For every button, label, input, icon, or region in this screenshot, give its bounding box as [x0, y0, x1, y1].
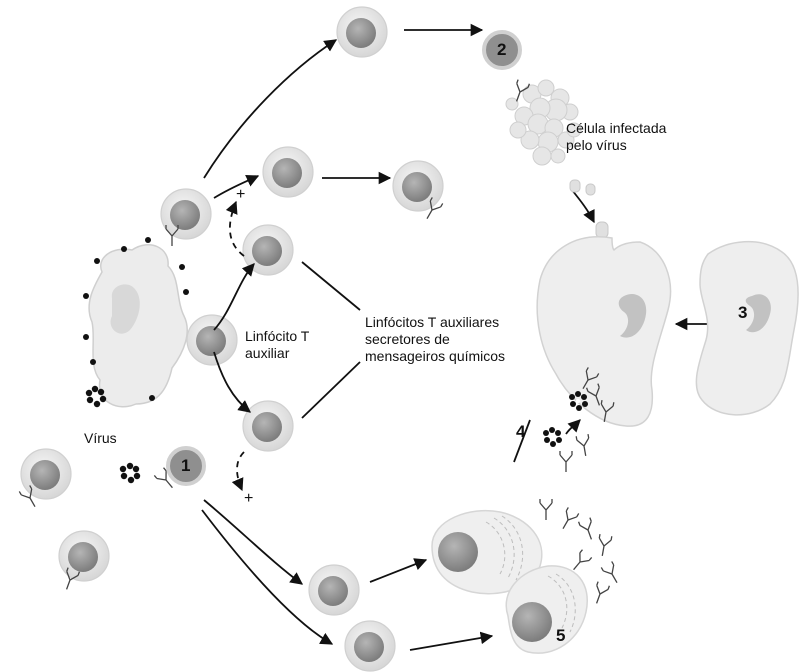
antibody-icon	[600, 561, 618, 583]
marker-2: 2	[497, 40, 507, 59]
secreting-label-line-3: mensageiros químicos	[365, 348, 506, 364]
cell-top	[336, 6, 388, 58]
antibody-icon	[153, 467, 173, 489]
antibody-icon	[600, 400, 615, 422]
helper-t-label-line-1: Linfócito T	[245, 328, 310, 344]
antibody-icon	[598, 534, 613, 556]
dashed-arrow-down	[231, 451, 245, 492]
antibody-icon	[559, 451, 573, 472]
arrow-helper-up	[213, 263, 255, 331]
arrow-to-upper-cell	[213, 175, 260, 199]
badge-2-circle	[482, 30, 522, 70]
virus-label: Vírus	[84, 430, 117, 446]
infected-cell-label-line-2: pelo vírus	[566, 137, 627, 153]
secreting-label-line-1: Linfócitos T auxiliares	[365, 314, 500, 330]
cell-helper-down	[242, 400, 294, 452]
secreting-label-line-2: secretores de	[365, 331, 450, 347]
plus-sign-lower: +	[244, 490, 254, 507]
helper-t-label-line-2: auxiliar	[245, 345, 290, 361]
antibody-icon	[575, 434, 590, 456]
antibody-icon	[577, 517, 593, 540]
antibody-icon	[18, 485, 36, 507]
arrow-1-lower	[201, 509, 334, 645]
cell-lower-left-2	[58, 530, 110, 582]
arrow-helper-down	[213, 351, 251, 413]
marker-1: 1	[181, 456, 191, 475]
marker-4: 4	[516, 422, 526, 441]
cell-left-activated	[160, 188, 212, 240]
antibody-icon	[65, 567, 81, 590]
cell-3	[695, 241, 799, 416]
pathway-arrows	[201, 23, 712, 651]
macrophage	[83, 237, 189, 408]
antibody-icon	[539, 499, 553, 520]
secreting-t-label: Linfócitos T auxiliares secretores de me…	[365, 314, 505, 365]
macrophage-nucleus	[110, 284, 140, 334]
cell-lower-left-1	[20, 448, 72, 500]
marker-5: 5	[556, 626, 566, 645]
plasma-cell-5	[505, 565, 588, 654]
arrow-to-plasma-5	[409, 631, 494, 651]
antibody-icon	[165, 225, 179, 246]
antibody-icon	[573, 549, 593, 571]
virus-icon-1	[119, 462, 141, 484]
dashed-arrow-up	[225, 200, 245, 257]
cell-bottom	[344, 620, 396, 672]
right-macrophage-nucleus	[618, 294, 647, 338]
infected-cell	[505, 79, 582, 166]
badge-1-circle	[166, 446, 206, 486]
slash-4	[513, 419, 531, 463]
antibody-icon	[515, 79, 531, 102]
antibody-icon	[585, 383, 601, 406]
antibody-icon	[562, 507, 580, 529]
virus-icon	[85, 385, 107, 408]
antibody-icon	[426, 197, 444, 219]
right-macrophage	[536, 236, 672, 427]
plasma-cell-upper	[431, 509, 543, 595]
infected-cell-label-line-1: Célula infectada	[566, 120, 667, 136]
antibodies	[18, 79, 618, 604]
infected-cell-label: Célula infectada pelo vírus	[566, 120, 666, 154]
arrow-1-upper	[203, 499, 304, 585]
label-line-lower	[301, 361, 361, 419]
cell-upper-right	[392, 160, 444, 212]
antibody-icon	[582, 367, 600, 389]
arrow-to-macrophage-right	[571, 189, 595, 224]
plus-sign-upper: +	[236, 186, 246, 203]
virus-icon-bound	[569, 391, 588, 411]
marker-3: 3	[738, 303, 748, 322]
cell-helper-up	[242, 224, 294, 276]
virus-particles	[569, 179, 609, 239]
cell-lower-middle	[308, 564, 360, 616]
antibody-icon	[595, 581, 611, 604]
arrow-to-top-cell	[203, 39, 338, 179]
virus-icon-4	[543, 427, 562, 447]
arrow-to-plasma-1	[369, 558, 428, 583]
cell-upper-middle	[262, 146, 314, 198]
cell-helper-t	[186, 314, 238, 366]
label-line-upper	[301, 261, 361, 311]
antigen-dots	[83, 237, 189, 401]
arrow-4	[565, 419, 581, 435]
helper-t-label: Linfócito T auxiliar	[245, 328, 309, 362]
